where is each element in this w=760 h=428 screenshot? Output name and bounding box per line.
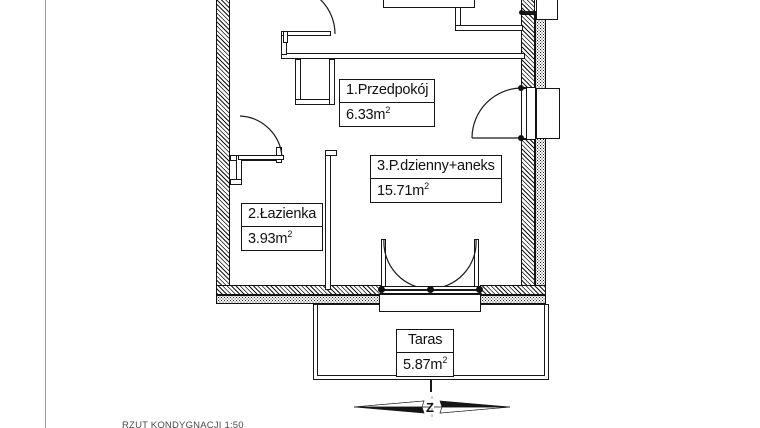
interior-partition-wall bbox=[281, 53, 525, 59]
compass-letter: Z bbox=[426, 400, 434, 415]
insulation-layer bbox=[535, 14, 546, 291]
door-hinge bbox=[518, 135, 524, 141]
room-label-taras: Taras 5.87m2 bbox=[396, 329, 455, 377]
room-area-przedpokoj: 6.33m2 bbox=[346, 104, 391, 123]
interior-partition-wall bbox=[455, 25, 523, 31]
exterior-wall-hatched bbox=[521, 14, 535, 88]
bathroom-door[interactable] bbox=[238, 112, 288, 162]
terrace-threshold-slab bbox=[379, 294, 481, 312]
room-area-taras: 5.87m2 bbox=[403, 354, 448, 373]
door-hinge bbox=[427, 286, 434, 293]
window-frame bbox=[536, 0, 558, 20]
room-name-taras: Taras bbox=[397, 330, 454, 353]
interior-partition-wall bbox=[325, 150, 337, 156]
patio-double-door[interactable] bbox=[381, 238, 481, 291]
exterior-wall-hatched bbox=[521, 0, 535, 14]
door-hinge bbox=[518, 85, 524, 91]
sheet-border-line bbox=[45, 0, 46, 428]
hall-door-leaf[interactable] bbox=[283, 31, 288, 43]
compass-indicator: Z bbox=[352, 396, 512, 420]
interior-partition-wall bbox=[281, 31, 331, 36]
room-label-lazienka: 2.Łazienka 3.93m2 bbox=[241, 203, 324, 251]
door-hinge bbox=[378, 286, 385, 293]
room-area-lazienka: 3.93m2 bbox=[248, 228, 293, 247]
terrace-step-mark bbox=[430, 380, 432, 392]
sheet-caption: RZUT KONDYGNACJI 1:50 bbox=[122, 420, 244, 428]
exterior-wall-hatched bbox=[216, 0, 230, 291]
clipped-room-label bbox=[383, 0, 475, 8]
interior-partition-wall bbox=[230, 179, 242, 185]
room-area-pokoj-dzienny: 15.71m2 bbox=[377, 180, 429, 199]
closet-niche bbox=[329, 59, 335, 105]
room-label-pokoj-dzienny: 3.P.dzienny+aneks 15.71m2 bbox=[370, 155, 502, 203]
door-hinge bbox=[519, 10, 524, 15]
exterior-wall-hatched bbox=[521, 139, 535, 291]
hall-door[interactable] bbox=[283, 0, 339, 42]
window-sill bbox=[521, 11, 537, 14]
bathroom-door-leaf[interactable] bbox=[238, 155, 284, 160]
room-name-przedpokoj: 1.Przedpokój bbox=[340, 80, 435, 103]
entry-door-frame bbox=[536, 88, 560, 139]
insulation-layer bbox=[216, 295, 382, 304]
room-name-pokoj-dzienny: 3.P.dzienny+aneks bbox=[371, 156, 501, 179]
door-hinge bbox=[476, 286, 483, 293]
entry-door[interactable] bbox=[471, 87, 524, 140]
interior-partition-wall bbox=[325, 150, 331, 290]
insulation-layer bbox=[480, 295, 546, 304]
room-label-przedpokoj: 1.Przedpokój 6.33m2 bbox=[339, 79, 436, 127]
exterior-wall-hatched bbox=[216, 285, 382, 295]
room-name-lazienka: 2.Łazienka bbox=[242, 204, 323, 227]
exterior-wall-hatched bbox=[480, 285, 546, 295]
